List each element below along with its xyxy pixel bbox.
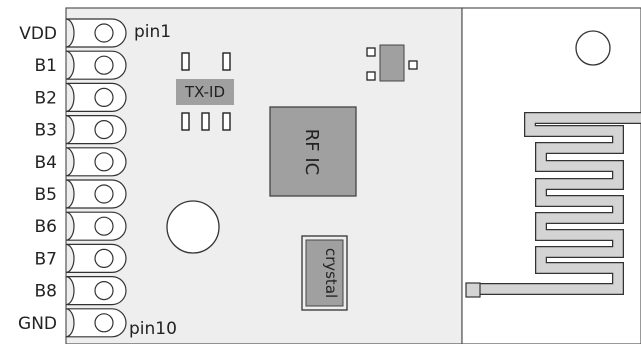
pin-label-b1: B1 bbox=[35, 56, 57, 76]
pin-label-b8: B8 bbox=[35, 282, 57, 302]
antenna-hole bbox=[575, 30, 611, 66]
pin-hole-2 bbox=[94, 55, 114, 75]
rf-ic-chip bbox=[269, 106, 357, 197]
transistor-body bbox=[379, 44, 405, 82]
pin-label-b2: B2 bbox=[35, 88, 57, 108]
smd-pad bbox=[201, 112, 210, 131]
pin-hole-3 bbox=[94, 87, 114, 108]
pin-label-b5: B5 bbox=[35, 185, 57, 205]
antenna-feed bbox=[465, 282, 481, 298]
crystal-outline bbox=[301, 235, 348, 311]
mounting-hole bbox=[166, 200, 220, 254]
pin-label-gnd: GND bbox=[18, 314, 57, 334]
pin-hole-4 bbox=[94, 120, 114, 140]
pin-hole-9 bbox=[94, 281, 114, 301]
transistor-pad bbox=[366, 47, 376, 57]
antenna-trace-fill bbox=[467, 113, 641, 294]
pin-hole-8 bbox=[94, 248, 114, 268]
rf-ic-label: RF IC bbox=[301, 129, 322, 175]
antenna-trace-group bbox=[465, 112, 641, 298]
pin-hole-5 bbox=[94, 152, 114, 172]
pin-label-b3: B3 bbox=[35, 121, 57, 141]
transistor-pad bbox=[408, 60, 418, 70]
tx-id-chip bbox=[176, 79, 234, 105]
pin1-marker: pin1 bbox=[134, 22, 171, 42]
smd-pad bbox=[222, 52, 231, 71]
pin-hole-7 bbox=[94, 216, 114, 236]
tx-id-label: TX-ID bbox=[184, 83, 225, 101]
transistor-pad bbox=[366, 71, 376, 81]
crystal-body bbox=[305, 239, 344, 307]
pin10-marker: pin10 bbox=[129, 319, 177, 339]
smd-pad bbox=[181, 52, 190, 71]
smd-pad bbox=[181, 112, 190, 131]
pin-hole-6 bbox=[94, 184, 114, 204]
pin-label-vdd: VDD bbox=[19, 24, 57, 44]
pin-label-b6: B6 bbox=[35, 217, 57, 237]
pin-label-b4: B4 bbox=[35, 153, 57, 173]
pin-hole-1 bbox=[94, 23, 114, 43]
pin-label-b7: B7 bbox=[35, 249, 57, 269]
pin-hole-10 bbox=[94, 313, 114, 333]
smd-pad bbox=[222, 112, 231, 131]
crystal-label: crystal bbox=[322, 248, 340, 298]
